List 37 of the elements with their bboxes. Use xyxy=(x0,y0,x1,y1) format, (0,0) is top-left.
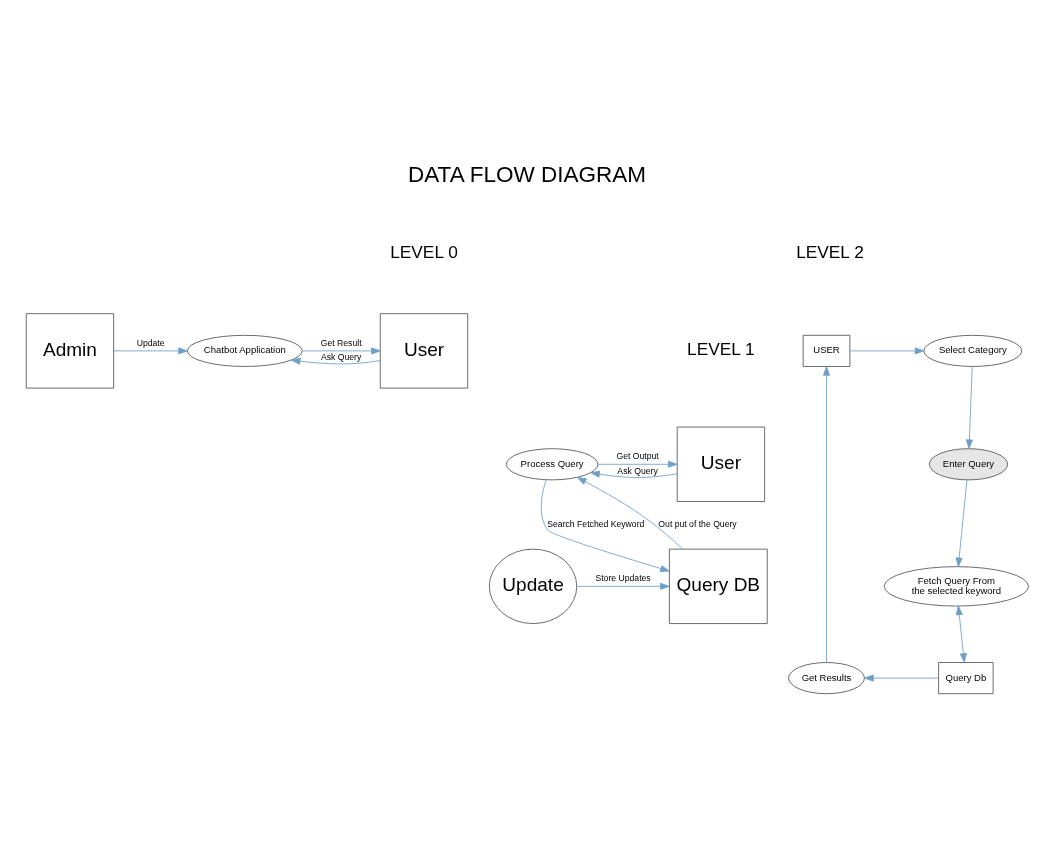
node-ellipse: Select Category xyxy=(923,334,1023,367)
label: LEVEL 2 xyxy=(796,241,864,262)
node-box: USER xyxy=(802,334,851,367)
edge-label: Store Updates xyxy=(595,572,651,583)
edge-label: Ask Query xyxy=(617,465,658,476)
arrow xyxy=(955,605,967,663)
node-ellipse: Update xyxy=(488,548,578,624)
node-ellipse: Enter Query xyxy=(928,447,1009,480)
node-box: User xyxy=(379,312,469,389)
arrow xyxy=(113,346,188,354)
node-box: User xyxy=(676,426,766,502)
label: LEVEL 0 xyxy=(390,241,458,262)
arrow xyxy=(301,346,381,354)
arrow xyxy=(955,478,968,567)
edge-label: Ask Query xyxy=(321,351,362,362)
arrow xyxy=(965,365,973,449)
arrow xyxy=(864,674,939,682)
arrow xyxy=(849,346,925,354)
label: LEVEL 1 xyxy=(687,338,755,359)
arrow xyxy=(576,582,670,590)
edge-label: Update xyxy=(136,337,165,348)
edge-label: Get Result xyxy=(320,337,362,348)
node-box: Query Db xyxy=(938,661,994,694)
arrow xyxy=(576,476,684,550)
node-box: Admin xyxy=(25,312,115,389)
edge-label: Get Output xyxy=(616,450,659,461)
node-ellipse: Fetch Query From the selected keyword xyxy=(883,565,1029,606)
arrow xyxy=(823,365,830,663)
edge-label: Search Fetched Keyword xyxy=(547,518,645,529)
arrow xyxy=(540,478,670,572)
node-box: Query DB xyxy=(668,548,768,624)
node-ellipse: Get Results xyxy=(788,661,865,694)
arrow xyxy=(290,357,381,365)
arrow xyxy=(590,470,678,478)
diagram-title: DATA FLOW DIAGRAM xyxy=(408,161,646,187)
edge-label: Out put of the Query xyxy=(658,518,737,529)
arrow xyxy=(597,460,678,468)
